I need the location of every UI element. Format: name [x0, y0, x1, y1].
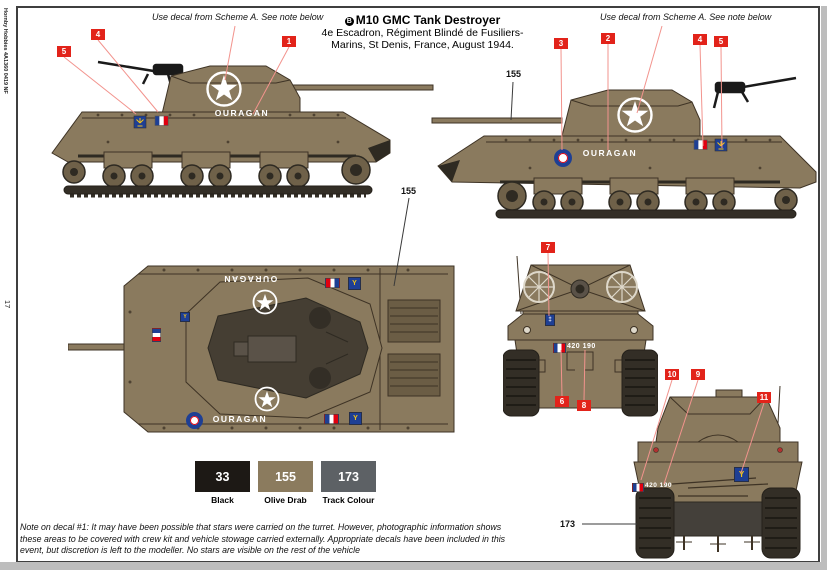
swatch-33-label: Black: [211, 495, 234, 505]
imprint-vertical-text: Hornby Hobbies 4A1360 0419 NF: [2, 8, 8, 94]
unit-badge-decal: Y: [348, 277, 361, 290]
engine-grilles: [387, 299, 441, 397]
footer-note: Note on decal #1: It may have been possi…: [20, 522, 506, 555]
star-decal: [254, 386, 280, 412]
french-flag-decal: [693, 139, 708, 150]
french-flag-decal: [632, 483, 644, 492]
vehicle-name-decal-bottom: OURAGAN: [212, 414, 268, 424]
subtitle-line-1: 4e Escadron, Régiment Blindé de Fusilier…: [321, 27, 524, 39]
subtitle-line-2: Marins, St Denis, France, August 1944.: [331, 39, 514, 51]
unit-badge-decal: Y: [734, 467, 749, 482]
french-flag-decal: [324, 414, 339, 424]
swatch-173-number: 173: [338, 469, 359, 484]
callout-1: 1: [282, 36, 296, 47]
star-decal: [617, 97, 653, 133]
callout-3: 3: [554, 38, 568, 49]
callout-10: 10: [665, 369, 679, 380]
callout-2: 2: [601, 33, 615, 44]
scan-edge-right: [821, 6, 827, 562]
french-flag-decal: [154, 115, 169, 126]
squadron-roundel-decal: [186, 412, 203, 429]
side-view-left: OURAGAN: [38, 52, 438, 207]
paint-label-155-right: 155: [506, 69, 522, 79]
french-flag-decal: [325, 278, 340, 288]
swatch-173: 173 Track Colour: [321, 461, 376, 505]
swatch-155-number: 155: [275, 469, 296, 484]
top-view: OURAGAN Y Y OURAGAN Y: [68, 252, 460, 446]
swatch-155: 155 Olive Drab: [258, 461, 313, 505]
callout-5-right: 5: [714, 36, 728, 47]
swatch-33-number: 33: [215, 469, 230, 484]
french-flag-decal: [553, 343, 566, 353]
swatch-173-label: Track Colour: [322, 495, 375, 505]
rear-view: Y 420 190: [628, 384, 808, 560]
paint-label-173: 173: [560, 519, 576, 529]
star-decal: [252, 289, 278, 315]
vehicle-name-decal-top: OURAGAN: [222, 274, 278, 284]
callout-4-right: 4: [693, 34, 707, 45]
scheme-b-icon: B: [344, 17, 354, 26]
vehicle-name-decal: OURAGAN: [214, 108, 270, 118]
unit-badge-decal-small: Y: [180, 312, 190, 322]
callout-7: 7: [541, 242, 555, 253]
swatch-33-box: 33: [195, 461, 250, 492]
registration-number: 420 190: [645, 482, 672, 489]
side-view-right: OURAGAN: [430, 60, 824, 220]
callout-8: 8: [577, 400, 591, 411]
page-number: 17: [3, 300, 12, 309]
paint-swatch-row: 33 Black 155 Olive Drab 173 Track Colour: [195, 461, 376, 505]
side-view-left-art: [51, 60, 434, 198]
hull-bolts: [96, 113, 340, 144]
lorraine-cross-decal: ‡: [545, 314, 555, 326]
callout-9: 9: [691, 369, 705, 380]
scheme-note-left: Use decal from Scheme A. See note below: [152, 12, 324, 22]
scheme-note-right: Use decal from Scheme A. See note below: [600, 12, 772, 22]
callout-11: 11: [757, 392, 771, 403]
swatch-173-box: 173: [321, 461, 376, 492]
french-flag-decal-side: [152, 328, 161, 342]
rear-view-art: [633, 385, 803, 559]
swatch-155-box: 155: [258, 461, 313, 492]
paint-label-155-top: 155: [401, 186, 417, 196]
top-view-art: [68, 265, 455, 433]
squadron-roundel-decal: [554, 149, 572, 167]
vehicle-name-decal: OURAGAN: [582, 148, 638, 158]
side-view-right-art: [431, 76, 817, 219]
bogies: [102, 151, 310, 188]
unit-badge-decal: Y: [349, 412, 362, 425]
swatch-155-label: Olive Drab: [264, 495, 307, 505]
bogies: [532, 177, 736, 214]
callout-4-left: 4: [91, 29, 105, 40]
swatch-33: 33 Black: [195, 461, 250, 505]
star-decal: [206, 71, 242, 107]
callout-6: 6: [555, 396, 569, 407]
callout-5-left: 5: [57, 46, 71, 57]
registration-number: 420 190: [567, 343, 596, 350]
scan-edge-bottom: [0, 562, 827, 570]
